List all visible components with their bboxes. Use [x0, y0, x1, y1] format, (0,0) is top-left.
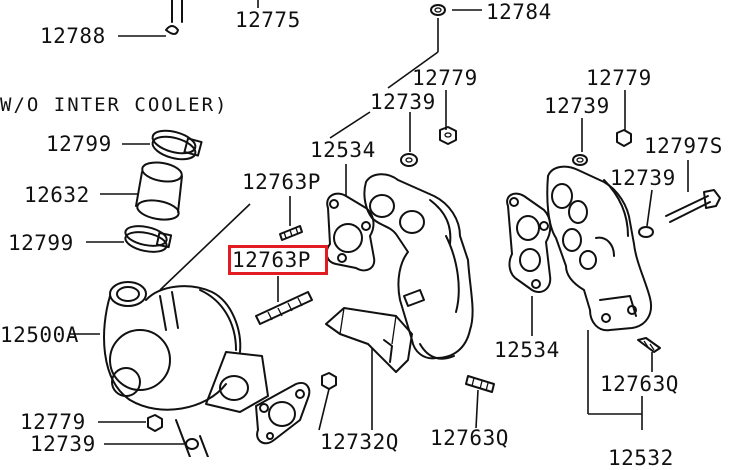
- bolt-12788-drawing: [118, 0, 183, 37]
- label-12799-a: 12799: [46, 132, 112, 156]
- hose-12632: [100, 161, 183, 221]
- note-without-intercooler: W/O INTER COOLER): [0, 94, 229, 116]
- clamp-12799-bottom: [86, 225, 173, 253]
- label-12532: 12532: [608, 446, 674, 470]
- label-12799-b: 12799: [8, 231, 74, 255]
- label-12500a: 12500A: [0, 323, 79, 347]
- label-12784: 12784: [486, 0, 552, 24]
- gasket-12534-right: [506, 192, 552, 336]
- label-12797s: 12797S: [644, 134, 723, 158]
- label-12788: 12788: [40, 24, 106, 48]
- washer-12739-b: [572, 154, 588, 166]
- parts-diagram: 12788 12775 12784 12779 12779 12739 1273…: [0, 0, 723, 469]
- label-12534-a: 12534: [310, 138, 376, 162]
- label-12739-c: 12739: [610, 166, 676, 190]
- label-12779-c: 12779: [20, 410, 86, 434]
- stud-12763p-top: [279, 196, 303, 241]
- label-12732q: 12732Q: [320, 430, 399, 454]
- label-12763p-a: 12763P: [242, 170, 321, 194]
- label-12763q-b: 12763Q: [430, 426, 509, 450]
- stud-12763p-bottom: [255, 276, 313, 325]
- turbocharger-12500a-drawing: [70, 203, 269, 457]
- label-12775: 12775: [235, 8, 301, 32]
- label-12763q-a: 12763Q: [600, 372, 679, 396]
- nut-12779-c: [98, 414, 163, 432]
- bolt-12797s-drawing: [665, 189, 721, 223]
- nut-near-gasket: [318, 372, 337, 431]
- gasket-12534-upper: [325, 164, 376, 272]
- washer-12739-c: [638, 226, 654, 238]
- nut-12784-drawing: [387, 4, 482, 89]
- nut-12779-a: [439, 126, 457, 145]
- stud-12763q-right: [637, 337, 661, 372]
- washer-12739-a: [400, 153, 418, 167]
- label-12779-b: 12779: [586, 66, 652, 90]
- label-12632: 12632: [24, 183, 90, 207]
- label-12763p-highlighted[interactable]: 12763P: [232, 248, 311, 272]
- label-12739-b: 12739: [544, 94, 610, 118]
- label-12779-a: 12779: [412, 66, 478, 90]
- exhaust-elbow-drawing: [363, 173, 474, 360]
- clamp-12799-top: [122, 129, 203, 161]
- heat-protector-12732q-drawing: [325, 307, 413, 430]
- stud-12763q-center: [465, 375, 495, 429]
- nut-12779-b: [616, 129, 632, 147]
- exhaust-manifold-right-drawing: [546, 165, 652, 430]
- washer-12739-d: [104, 438, 199, 450]
- highlight-box: [228, 245, 328, 275]
- diagram-drawing: [70, 0, 721, 457]
- gasket-lower-drawing: [255, 382, 311, 445]
- label-12739-a: 12739: [370, 90, 436, 114]
- label-12534-b: 12534: [494, 338, 560, 362]
- label-12739-d: 12739: [30, 432, 96, 456]
